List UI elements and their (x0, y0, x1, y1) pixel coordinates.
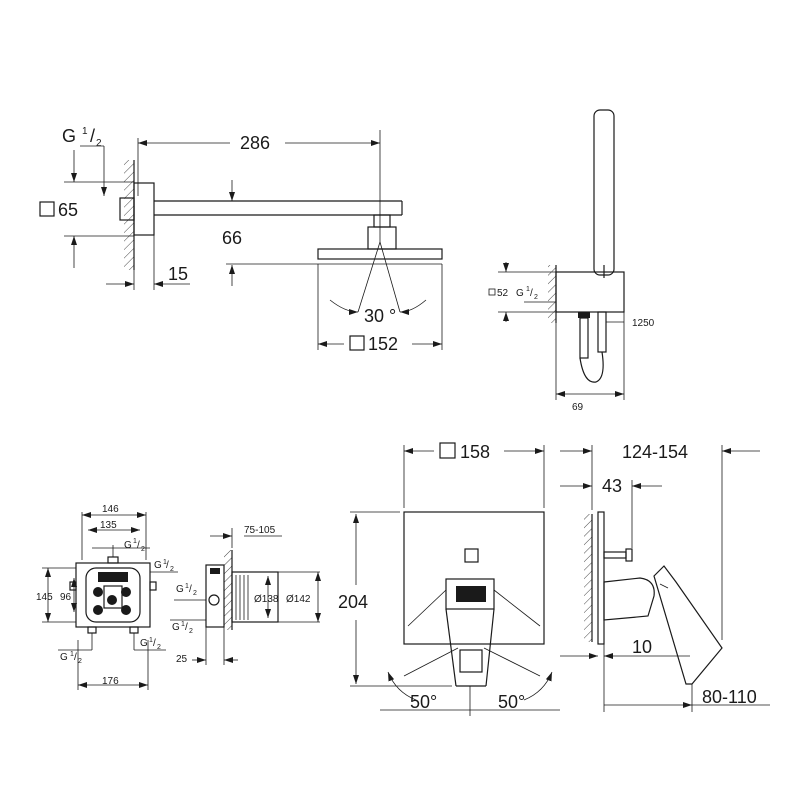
svg-text:65: 65 (58, 200, 78, 220)
body-flange (205, 564, 225, 628)
dim-1250: 1250 (632, 318, 655, 329)
front-plate-view: 158 204 50° 50° (338, 442, 560, 716)
dim-69: 69 (572, 402, 584, 413)
wall-flange (133, 182, 155, 236)
dim-124-154: 124-154 (622, 442, 688, 462)
svg-text:2: 2 (141, 546, 145, 553)
holder-bracket (555, 271, 625, 313)
plate-side-view: 124-154 43 10 80-110 (560, 442, 770, 712)
plate-edge (597, 511, 605, 645)
shower-arm-view: G 1 / 2 65 286 66 15 30 ° (39, 126, 443, 354)
svg-text:G: G (124, 540, 132, 551)
svg-text:2: 2 (193, 590, 197, 597)
thread-label-g: G (62, 126, 76, 146)
dim-135: 135 (100, 520, 117, 531)
dim-80-110: 80-110 (702, 687, 757, 707)
svg-text:2: 2 (157, 644, 161, 651)
svg-text:/: / (189, 584, 192, 595)
svg-text:/: / (185, 622, 188, 633)
diverter-button (464, 548, 479, 563)
dim-204: 204 (338, 592, 368, 612)
svg-text:G: G (176, 584, 184, 595)
dim-25: 25 (176, 654, 188, 665)
svg-text:/: / (137, 540, 140, 551)
dia-142: Ø142 (286, 594, 311, 605)
svg-text:/: / (166, 560, 169, 571)
square-symbol (39, 201, 55, 217)
svg-text:2: 2 (78, 658, 82, 665)
angle-left-50: 50° (410, 692, 437, 712)
dim-43: 43 (602, 476, 622, 496)
dim-52: 52 (497, 288, 509, 299)
svg-text:1: 1 (149, 637, 153, 644)
angle-30: 30 ° (364, 306, 396, 326)
svg-text:G: G (172, 622, 180, 633)
dim-75-105: 75-105 (244, 525, 276, 536)
dim-146: 146 (102, 504, 119, 515)
dim-10: 10 (632, 637, 652, 657)
cover-plate (403, 511, 545, 645)
dim-66: 66 (222, 228, 242, 248)
svg-text:1: 1 (70, 651, 74, 658)
svg-text:2: 2 (96, 138, 102, 149)
svg-text:2: 2 (189, 628, 193, 635)
svg-text:2: 2 (534, 294, 538, 301)
shower-head (317, 248, 443, 260)
dim-96: 96 (60, 592, 72, 603)
wall-hatch (124, 160, 134, 270)
angle-right-50: 50° (498, 692, 525, 712)
svg-text:1: 1 (526, 286, 530, 293)
dim-158: 158 (460, 442, 490, 462)
concealed-body-top-view: 146 135 G 1 / 2 G 1 / 2 145 96 G 1 / 2 G… (36, 504, 178, 690)
dim-145: 145 (36, 592, 53, 603)
svg-text:/: / (90, 126, 95, 146)
dim-15: 15 (168, 264, 188, 284)
svg-text:/: / (153, 638, 156, 649)
svg-text:1: 1 (82, 126, 88, 137)
svg-text:/: / (74, 652, 77, 663)
svg-text:1: 1 (133, 538, 137, 545)
dim-286: 286 (240, 133, 270, 153)
svg-text:/: / (530, 288, 533, 299)
svg-text:G: G (140, 638, 148, 649)
hand-shower-view: 52 G 1 / 2 1250 69 (488, 109, 655, 413)
hand-shower (593, 109, 615, 276)
svg-text:1: 1 (185, 583, 189, 590)
dim-176: 176 (102, 676, 119, 687)
dim-152: 152 (368, 334, 398, 354)
svg-text:1: 1 (181, 621, 185, 628)
svg-text:1: 1 (163, 559, 167, 566)
svg-text:G: G (516, 288, 524, 299)
dia-138: Ø138 (254, 594, 279, 605)
svg-text:G: G (60, 652, 68, 663)
svg-text:G: G (154, 560, 162, 571)
concealed-body-side-view: 75-105 Ø138 Ø142 G 1 / 2 G 1 / 2 25 (170, 525, 321, 665)
svg-text:2: 2 (170, 566, 174, 573)
